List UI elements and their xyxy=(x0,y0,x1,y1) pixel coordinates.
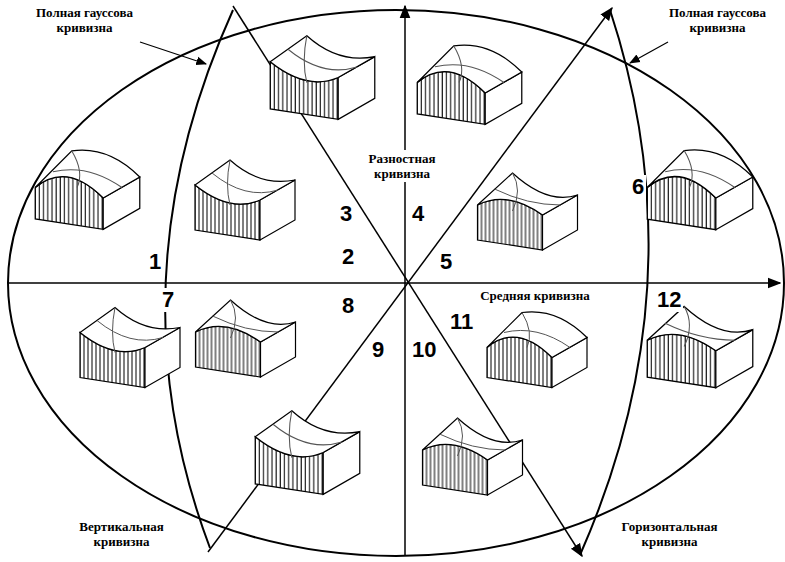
callout-number: 8 xyxy=(340,294,356,318)
callout-number: 12 xyxy=(655,288,683,312)
callout-number: 4 xyxy=(410,202,426,226)
axis-label: Средняя кривизна xyxy=(458,287,612,304)
callout-number: 3 xyxy=(338,202,354,226)
callout-number: 2 xyxy=(340,245,356,269)
axis-label: Полная гауссова кривизна xyxy=(653,4,782,36)
axis-label: Горизонтальная кривизна xyxy=(605,518,734,550)
callout-number: 6 xyxy=(630,175,646,199)
callout-number: 9 xyxy=(370,338,386,362)
axis-label: Разностная кривизна xyxy=(355,150,449,182)
axis-label: Полная гауссова кривизна xyxy=(20,4,149,36)
callout-number: 10 xyxy=(410,338,438,362)
callout-number: 7 xyxy=(160,288,176,312)
callout-number: 5 xyxy=(438,250,454,274)
callout-number: 1 xyxy=(147,250,163,274)
callout-number: 11 xyxy=(448,310,475,334)
axis-label: Вертикальная кривизна xyxy=(62,518,181,550)
